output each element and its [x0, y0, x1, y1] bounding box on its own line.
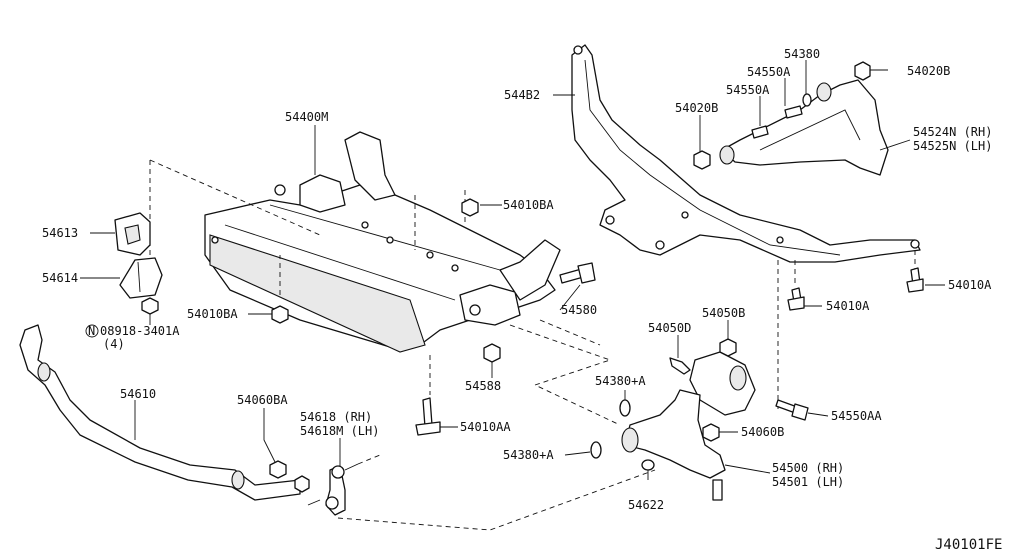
- label-54550AA: 54550AA: [831, 409, 882, 423]
- label-54380A-2: 54380+A: [503, 448, 554, 462]
- diagram-reference-code: J40101FE: [935, 537, 1002, 553]
- washer-54380A-lower: [590, 441, 602, 459]
- label-54020B-left: 54020B: [675, 101, 718, 115]
- bolt-54050D: [669, 357, 691, 375]
- label-54010A-right: 54010A: [948, 278, 992, 292]
- label-n-symbol: N: [88, 324, 95, 338]
- bolt-54550AA: [775, 399, 809, 421]
- nut-54060B: [702, 423, 720, 442]
- label-54500: 54500 (RH): [772, 461, 844, 475]
- nut-54588: [483, 343, 501, 363]
- label-54010BA-top: 54010BA: [503, 198, 554, 212]
- label-54614: 54614: [42, 271, 78, 285]
- washer-54380A-upper: [619, 399, 631, 417]
- label-54550A-2: 54550A: [726, 83, 770, 97]
- bolt-54010AA: [415, 397, 441, 436]
- label-54618: 54618 (RH): [300, 410, 372, 424]
- label-54400M: 54400M: [285, 110, 328, 124]
- bolt-54010A-mid: [787, 287, 805, 311]
- label-54525N: 54525N (LH): [913, 139, 992, 153]
- label-54550A-1: 54550A: [747, 65, 791, 79]
- nut-54010BA-left: [271, 305, 289, 324]
- label-54613: 54613: [42, 226, 78, 240]
- bolt-54550A: [751, 105, 803, 139]
- label-54618M: 54618M (LH): [300, 424, 379, 438]
- label-54524N: 54524N (RH): [913, 125, 992, 139]
- label-54580: 54580: [561, 303, 597, 317]
- label-54060BA: 54060BA: [237, 393, 288, 407]
- label-54380: 54380: [784, 47, 820, 61]
- crossmember-54400M: [204, 131, 561, 353]
- label-544B2: 544B2: [504, 88, 540, 102]
- stabilizer-clamp-54614: [119, 257, 163, 299]
- label-54501: 54501 (LH): [772, 475, 844, 489]
- label-54050B: 54050B: [702, 306, 745, 320]
- label-54020B-top: 54020B: [907, 64, 950, 78]
- nut-08918: [141, 297, 159, 315]
- washer-54622: [641, 459, 655, 471]
- lower-arm-54500: [621, 351, 756, 501]
- label-54010AA: 54010AA: [460, 420, 511, 434]
- label-54622: 54622: [628, 498, 664, 512]
- label-54050D: 54050D: [648, 321, 691, 335]
- stabilizer-bushing-54613: [114, 212, 151, 256]
- stay-544B2: [571, 44, 921, 263]
- label-54010BA-left: 54010BA: [187, 307, 238, 321]
- nut-54050B: [719, 338, 737, 357]
- stabilizer-link-54618: [307, 463, 359, 516]
- label-54060B: 54060B: [741, 425, 784, 439]
- label-54380A-1: 54380+A: [595, 374, 646, 388]
- label-54588: 54588: [465, 379, 501, 393]
- label-54610: 54610: [120, 387, 156, 401]
- washer-54380: [802, 93, 812, 107]
- bolt-54010A-right: [906, 267, 924, 293]
- bolt-54580: [559, 262, 596, 284]
- nut-54060BA: [269, 460, 310, 493]
- nut-54010BA-top: [461, 198, 479, 217]
- label-54010A-mid: 54010A: [826, 299, 870, 313]
- nut-54020B-left: [693, 150, 711, 170]
- label-08918: 08918-3401A: [100, 324, 180, 338]
- stabilizer-bar-54610: [19, 324, 301, 501]
- nut-54020B-top: [854, 61, 871, 81]
- label-08918-qty: (4): [103, 337, 125, 351]
